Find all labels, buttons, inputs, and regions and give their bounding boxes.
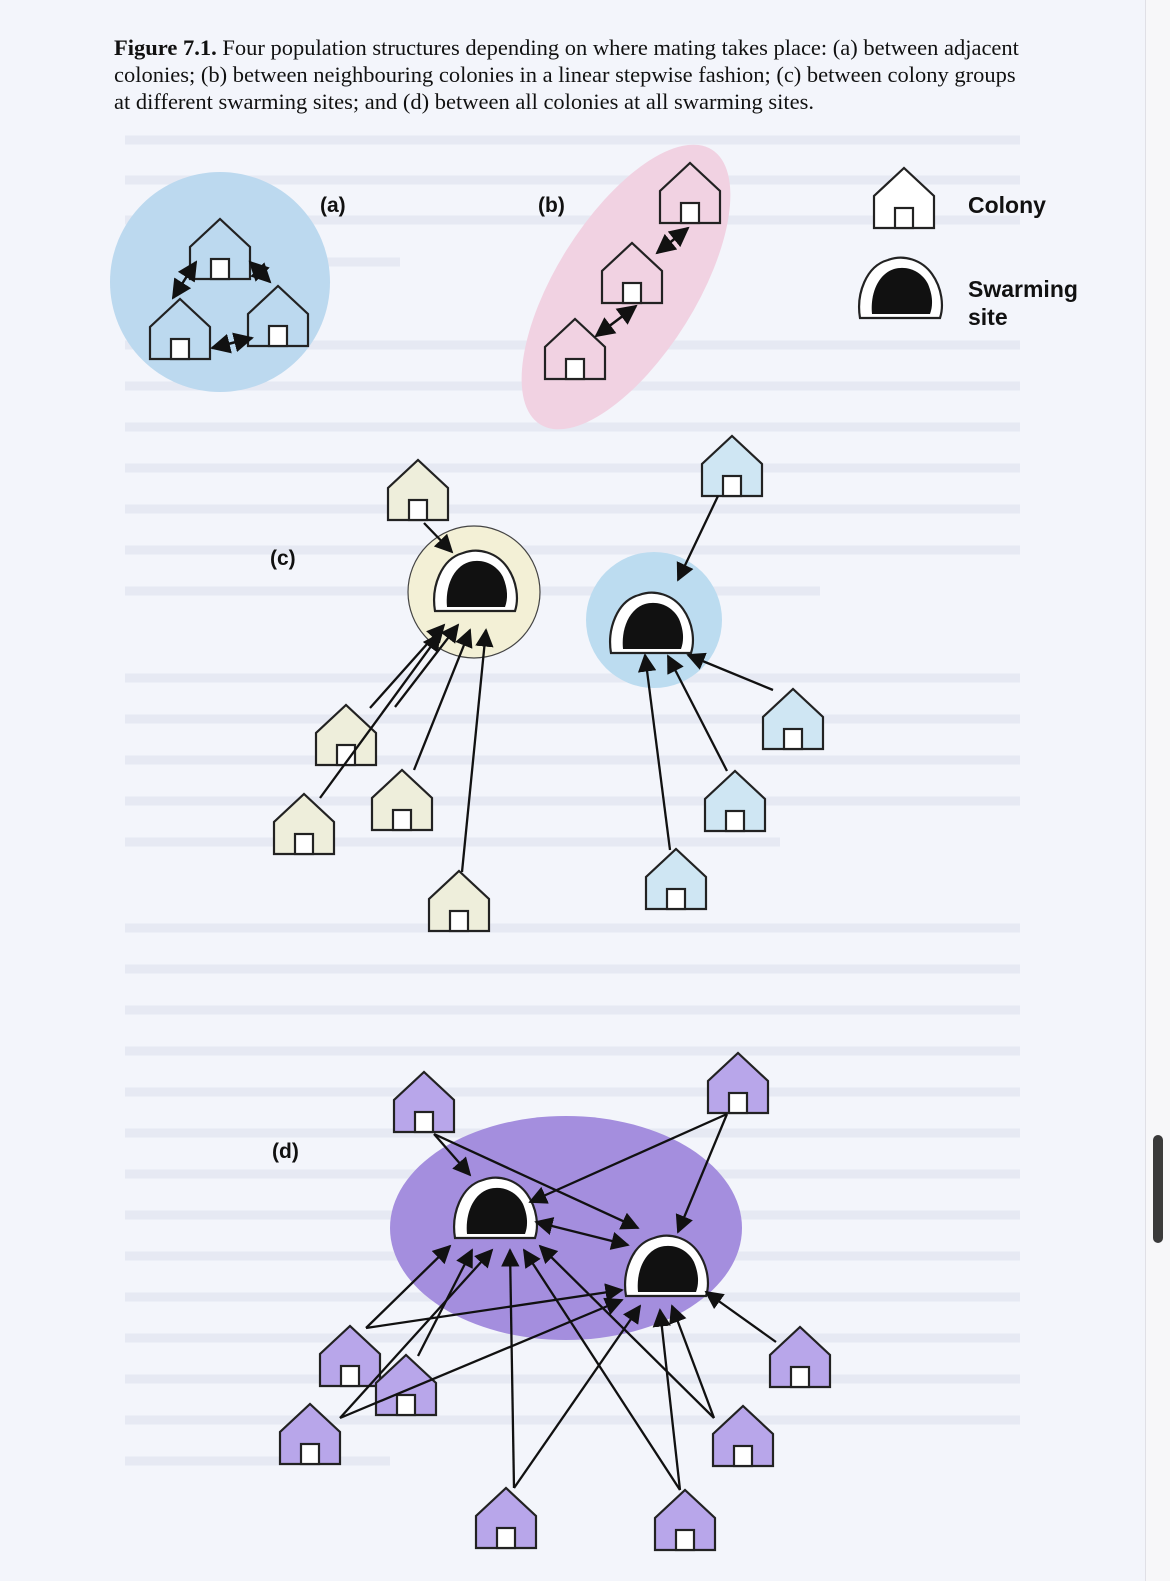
arrow-icon (669, 1304, 716, 1419)
arrow-icon (171, 260, 198, 300)
colony-house-icon (706, 1051, 770, 1115)
arrow-icon (319, 632, 442, 799)
legend: Colony Swarming site (858, 166, 1078, 330)
figure-label: Figure 7.1. (114, 35, 217, 60)
panel-a-label: (a) (320, 194, 346, 217)
panel-c: (c) (270, 434, 825, 933)
arrow-icon (210, 332, 254, 354)
arrow-icon (248, 260, 272, 284)
arrow-icon (522, 1248, 681, 1491)
arrow-icon (675, 1113, 729, 1234)
legend-colony-label: Colony (968, 192, 1046, 218)
panel-d-label: (d) (272, 1140, 299, 1163)
arrow-icon (637, 653, 672, 851)
arrow-icon (433, 1132, 640, 1230)
scrollbar-thumb[interactable] (1153, 1135, 1163, 1243)
panel-a: (a) (110, 172, 346, 392)
arrow-icon (652, 1308, 682, 1491)
arrow-icon (528, 1112, 728, 1204)
panel-c-label: (c) (270, 547, 296, 570)
document-page: Figure 7.1. Four population structures d… (110, 34, 1078, 1552)
arrow-icon (365, 1283, 624, 1330)
arrow-icon (534, 1217, 630, 1250)
colony-house-icon (370, 768, 434, 832)
arrow-icon (339, 1248, 494, 1419)
arrow-icon (676, 495, 720, 582)
scrollbar-track[interactable] (1145, 0, 1170, 1581)
arrow-icon (594, 304, 638, 338)
arrow-icon (394, 623, 460, 708)
population-structure-diagram: (a) (b) Colony (110, 135, 1078, 1552)
colony-house-icon (374, 1353, 438, 1417)
arrow-icon (412, 628, 473, 771)
colony-house-icon (700, 434, 764, 498)
arrow-icon (538, 1244, 715, 1419)
legend-swarming-label-2: site (968, 304, 1008, 330)
panel-b-label: (b) (538, 194, 565, 217)
colony-house-icon (761, 687, 825, 751)
panel-a-area (110, 172, 330, 392)
arrow-icon (666, 654, 729, 772)
colony-house-icon (392, 1070, 456, 1134)
arrow-icon (686, 652, 774, 692)
arrow-icon (433, 1133, 472, 1177)
arrow-icon (704, 1290, 777, 1343)
panel-d: (d) (272, 1051, 832, 1552)
colony-house-icon (644, 847, 708, 911)
colony-house-icon (427, 869, 491, 933)
arrow-icon (513, 1304, 642, 1489)
colony-house-icon (278, 1402, 342, 1466)
figure-caption: Figure 7.1. Four population structures d… (114, 34, 1034, 115)
colony-house-icon (711, 1404, 775, 1468)
arrow-icon (365, 1244, 452, 1329)
arrow-icon (501, 1248, 520, 1489)
arrow-icon (423, 522, 454, 554)
arrow-icon (460, 628, 494, 873)
legend-swarming-label-1: Swarming (968, 276, 1078, 302)
colony-house-icon (703, 769, 767, 833)
arrow-icon (369, 623, 446, 709)
colony-house-icon (474, 1486, 538, 1550)
arrow-icon (655, 226, 690, 255)
caption-text: Four population structures depending on … (114, 35, 1019, 114)
swarming-cave-icon (858, 256, 944, 320)
colony-house-icon (653, 1488, 717, 1552)
arrow-icon (339, 1297, 624, 1420)
panel-b: (b) (521, 144, 731, 430)
